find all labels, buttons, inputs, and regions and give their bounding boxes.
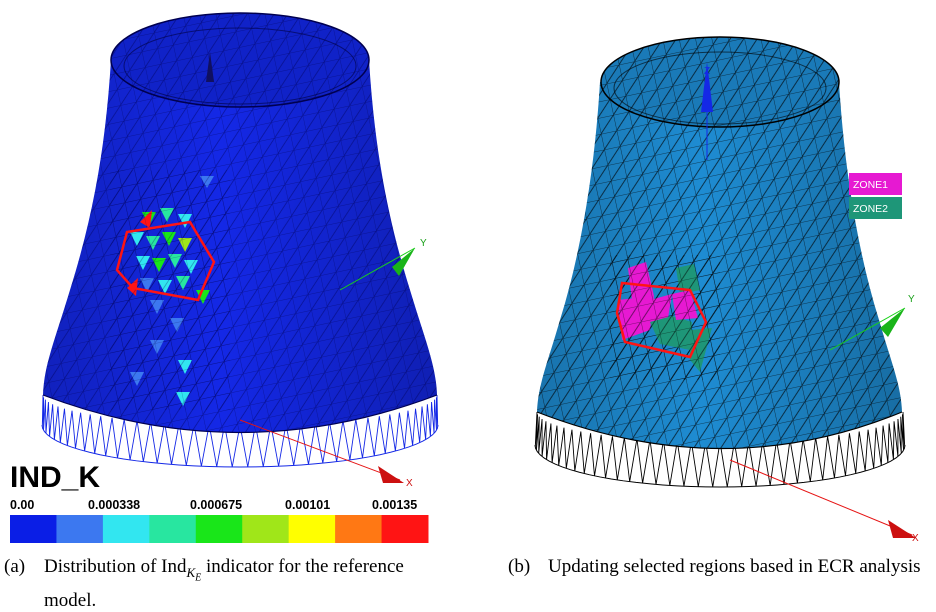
colorbar-swatch	[102, 515, 150, 543]
zone-legend-label: ZONE1	[853, 179, 888, 191]
caption-a-sub: K	[186, 564, 196, 580]
caption-a-tag: (a)	[4, 556, 26, 577]
colorbar-tick-label: 0.00135	[372, 498, 417, 512]
legend-title: IND_K	[10, 461, 100, 494]
colorbar-swatch	[381, 515, 429, 543]
caption-a-text-2: indicator for the reference model.	[44, 556, 404, 612]
zone-legend-swatch	[849, 173, 902, 195]
tower-base-supports-right	[534, 411, 906, 488]
colorbar-tick-label: 0.000338	[88, 498, 140, 512]
zone-elements	[610, 255, 720, 380]
colorbar-swatch	[242, 515, 290, 543]
colorbar-swatch	[288, 515, 336, 543]
caption-a-text-1: Distribution of Ind	[44, 556, 187, 577]
colorbar-swatch	[195, 515, 243, 543]
colorbar-tick-label: 0.00101	[285, 498, 330, 512]
axis-x-label-left: X	[406, 478, 413, 489]
caption-b: (b) Updating selected regions based in E…	[508, 555, 928, 578]
colorbar-tick-label: 0.00	[10, 498, 34, 512]
colorbar-swatch	[149, 515, 197, 543]
indicator-hotspots	[110, 170, 230, 410]
axis-y-label-left: Y	[420, 238, 427, 249]
colorbar	[10, 515, 429, 543]
figure-canvas: Y X IND_K 0.00 0.000338 0.000675 0.00101 0.0…	[10, 12, 919, 544]
tower-base-supports-left	[41, 394, 439, 468]
caption-b-text: Updating selected regions based in ECR a…	[548, 556, 921, 577]
colorbar-swatch	[10, 515, 57, 543]
colorbar-swatch	[56, 515, 104, 543]
caption-a-subsub: E	[195, 572, 202, 584]
colorbar-tick-label: 0.000675	[190, 498, 242, 512]
axis-z-label-right: Z	[704, 66, 710, 77]
zone-legend-swatch	[849, 197, 902, 219]
colorbar-swatch	[335, 515, 383, 543]
caption-b-tag: (b)	[508, 556, 531, 577]
axis-y-label-right: Y	[908, 294, 915, 305]
axis-x-label-right: X	[912, 533, 919, 544]
left-panel-tower-model: Y X IND_K 0.00 0.000338 0.000675 0.00101 0.0…	[10, 12, 439, 543]
caption-a: (a) Distribution of IndKE indicator for …	[4, 555, 444, 612]
selected-region-outline-right	[615, 281, 708, 359]
selected-region-outline-left	[115, 220, 216, 302]
zone-legend-label: ZONE2	[853, 203, 888, 215]
